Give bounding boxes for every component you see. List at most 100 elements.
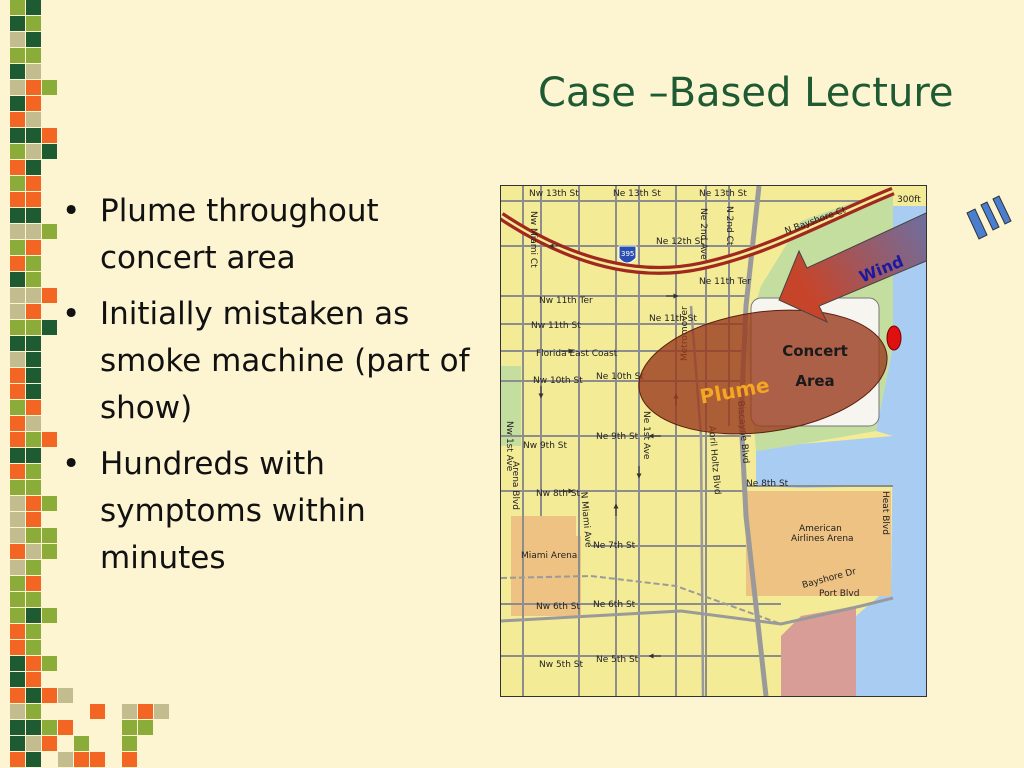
mosaic-tile — [58, 688, 73, 703]
mosaic-tile — [10, 432, 25, 447]
street-label: Ne 10th St — [596, 372, 644, 382]
mosaic-tile — [10, 416, 25, 431]
street-label: N 2nd Ct — [724, 206, 734, 246]
mosaic-tile — [10, 448, 25, 463]
mosaic-tile — [26, 32, 41, 47]
park-area — [501, 366, 521, 446]
mosaic-tile — [10, 208, 25, 223]
plume-ellipse — [638, 309, 888, 435]
shield-number: 395 — [621, 250, 634, 258]
mosaic-tile — [42, 320, 57, 335]
street-label: Ne 13th St — [699, 189, 747, 199]
street-label: N Miami Ave — [578, 491, 593, 548]
mosaic-tile — [42, 288, 57, 303]
mosaic-tile — [10, 288, 25, 303]
mosaic-tile — [26, 480, 41, 495]
mosaic-tile — [10, 624, 25, 639]
street-label: Ne 7th St — [593, 541, 636, 551]
mosaic-tile — [10, 560, 25, 575]
street-label: Nw 9th St — [523, 441, 567, 451]
mosaic-tile — [10, 544, 25, 559]
mosaic-tile — [10, 592, 25, 607]
mosaic-tile — [26, 400, 41, 415]
mosaic-tile — [26, 352, 41, 367]
one-way-arrows — [538, 243, 679, 659]
mosaic-tile — [10, 512, 25, 527]
mosaic-tile — [26, 64, 41, 79]
bullet-item: Initially mistaken as smoke machine (par… — [62, 291, 492, 432]
mosaic-tile — [10, 32, 25, 47]
street-label: Ne 11th Ter — [699, 277, 751, 287]
mosaic-tile — [10, 272, 25, 287]
street-label: Ne 8th St — [746, 479, 789, 489]
mosaic-tile — [26, 288, 41, 303]
mosaic-tile — [122, 736, 137, 751]
mosaic-tile — [74, 752, 89, 767]
mosaic-tile — [42, 144, 57, 159]
street-label: American — [799, 524, 842, 534]
street-label: Ne 11th St — [649, 314, 697, 324]
street-label: Ne 2nd Ave — [698, 208, 708, 260]
port-area — [781, 606, 856, 696]
decorative-mosaic — [10, 0, 169, 767]
mosaic-tile — [26, 336, 41, 351]
mosaic-tile — [26, 384, 41, 399]
mosaic-tile — [58, 752, 73, 767]
mosaic-tile — [10, 48, 25, 63]
mosaic-tile — [26, 432, 41, 447]
mosaic-tile — [26, 592, 41, 607]
street-label: Port Blvd — [819, 589, 859, 599]
mosaic-tile — [10, 128, 25, 143]
mosaic-tile — [10, 16, 25, 31]
bay-water — [856, 206, 926, 696]
mosaic-tile — [26, 112, 41, 127]
mosaic-tile — [26, 704, 41, 719]
mosaic-tile — [42, 128, 57, 143]
mosaic-tile — [10, 400, 25, 415]
mosaic-tile — [42, 544, 57, 559]
mosaic-tile — [10, 336, 25, 351]
slide-title: Case –Based Lecture — [538, 70, 954, 116]
mosaic-tile — [42, 528, 57, 543]
mosaic-tile — [74, 736, 89, 751]
mosaic-tile — [58, 720, 73, 735]
wind-streak — [992, 195, 1012, 225]
mosaic-tile — [10, 192, 25, 207]
mosaic-tile — [42, 608, 57, 623]
wind-streak — [966, 208, 988, 240]
bullet-item: Hundreds with symptoms within minutes — [62, 441, 492, 582]
mosaic-tile — [10, 576, 25, 591]
mosaic-tile — [10, 640, 25, 655]
mosaic-tile — [26, 688, 41, 703]
street-label: Arena Blvd — [510, 461, 520, 510]
wind-streak — [980, 201, 1000, 231]
map-svg: Nw 13th St Ne 13th St Ne 13th St 300ft N… — [501, 186, 926, 696]
street-label: Nw 1st Ave — [504, 421, 514, 472]
mosaic-tile — [26, 160, 41, 175]
mosaic-tile — [42, 224, 57, 239]
mosaic-tile — [10, 240, 25, 255]
mosaic-tile — [26, 240, 41, 255]
mosaic-tile — [42, 432, 57, 447]
mosaic-tile — [26, 656, 41, 671]
street-label: Ne 13th St — [613, 189, 661, 199]
mosaic-tile — [26, 576, 41, 591]
mosaic-tile — [10, 672, 25, 687]
mosaic-tile — [10, 352, 25, 367]
mosaic-tile — [154, 704, 169, 719]
mosaic-tile — [10, 528, 25, 543]
rail-line — [501, 574, 782, 625]
mosaic-tile — [10, 224, 25, 239]
concert-area-label: Area — [795, 372, 834, 390]
mosaic-tile — [122, 720, 137, 735]
mosaic-tile — [10, 368, 25, 383]
mosaic-tile — [10, 384, 25, 399]
street-label: Nw 11th Ter — [539, 296, 593, 306]
street-label: Ne 9th St — [596, 432, 639, 442]
street-label: Nw 11th St — [531, 321, 581, 331]
mosaic-tile — [26, 128, 41, 143]
street-label: Florida East Coast — [536, 349, 618, 359]
street-grid — [501, 186, 893, 696]
mosaic-tile — [10, 144, 25, 159]
mosaic-tile — [10, 176, 25, 191]
